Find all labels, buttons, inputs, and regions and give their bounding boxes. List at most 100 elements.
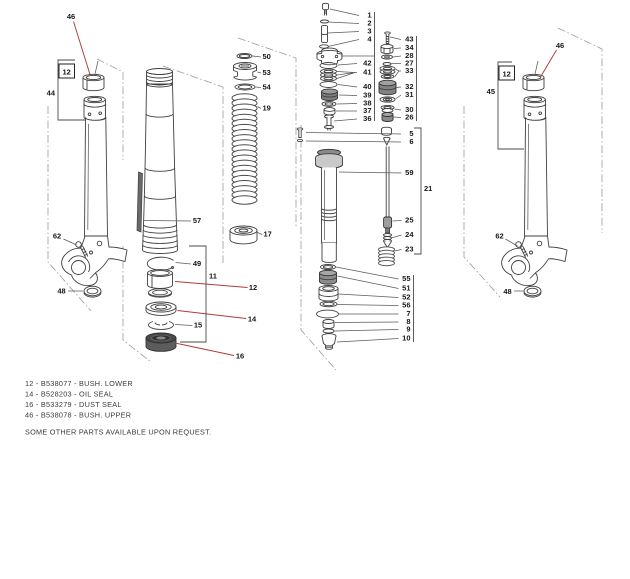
label-5: 5: [409, 129, 413, 138]
label-57: 57: [193, 216, 201, 225]
label-3: 3: [367, 27, 371, 36]
dust-seal: [145, 332, 177, 352]
support-washer: [148, 288, 172, 298]
left-fork-leg: [61, 60, 128, 298]
label-24: 24: [405, 230, 414, 239]
parts-list-note: SOME OTHER PARTS AVAILABLE UPON REQUEST.: [25, 428, 211, 437]
oring-50: [236, 53, 253, 59]
label-1: 1: [367, 11, 371, 20]
label-43: 43: [405, 35, 413, 44]
label-42: 42: [363, 59, 371, 68]
label-40: 40: [363, 82, 371, 91]
label-4: 4: [367, 35, 372, 44]
label-34: 34: [405, 43, 414, 52]
label-26: 26: [405, 113, 413, 122]
label-27: 27: [405, 59, 413, 68]
bush-lower: [147, 269, 173, 289]
label-21: 21: [424, 184, 432, 193]
label-16: 16: [236, 352, 244, 361]
parts-list-line-1: 12 - B538077 - BUSH. LOWER: [25, 379, 133, 388]
label-12-box-right: 12: [503, 70, 511, 79]
shims-30: [380, 104, 395, 113]
label-17: 17: [264, 230, 272, 239]
label-53: 53: [263, 68, 271, 77]
circlip: [146, 256, 174, 271]
group-brackets: [57, 12, 524, 343]
ring-9: [322, 328, 335, 334]
shim-stack-33: [379, 65, 396, 79]
label-39: 39: [363, 91, 371, 100]
parts-list-line-2: 14 - B528203 - OIL SEAL: [25, 390, 113, 399]
piston-39: [321, 88, 338, 102]
ring-55: [320, 264, 336, 270]
oil-seal: [145, 301, 177, 316]
label-62-left: 62: [53, 232, 61, 241]
label-12-mid: 12: [249, 283, 257, 292]
outer-tube-assembly: [136, 68, 178, 352]
coil-spring-19: [231, 93, 258, 205]
label-41: 41: [363, 68, 371, 77]
washer-6-left: [296, 138, 304, 143]
label-32: 32: [405, 82, 413, 91]
ring-38: [321, 101, 337, 107]
label-8: 8: [406, 317, 410, 326]
cartridge-59: [315, 148, 343, 263]
label-46-left: 46: [67, 12, 75, 21]
oring-4: [319, 44, 329, 49]
label-30: 30: [405, 105, 413, 114]
label-28: 28: [405, 51, 413, 60]
oring-2: [320, 19, 329, 24]
adjuster-rod-3: [321, 24, 328, 44]
parts-list: 12 - B538077 - BUSH. LOWER 14 - B528203 …: [25, 379, 211, 437]
label-37: 37: [363, 106, 371, 115]
label-36: 36: [363, 114, 371, 123]
adjuster-tip-43: [384, 31, 391, 44]
label-45: 45: [487, 87, 495, 96]
rebound-rod: [383, 146, 393, 234]
ring-56: [319, 300, 338, 308]
small-spring-23: [378, 246, 395, 267]
needle-24: [383, 233, 392, 249]
phantom-lines: [47, 27, 603, 371]
spring-column: [229, 53, 258, 245]
label-14: 14: [248, 315, 257, 324]
nut-37: [323, 107, 336, 116]
label-55: 55: [402, 274, 410, 283]
boxed-ref-right: [498, 65, 515, 81]
cone-6-right: [383, 136, 391, 147]
label-15: 15: [194, 321, 202, 330]
cap-nut-53: [233, 62, 258, 81]
label-50: 50: [263, 52, 271, 61]
parts-list-line-4: 46 - B538078 - BUSH. UPPER: [25, 411, 131, 420]
parts-list-line-3: 16 - B533279 - DUST SEAL: [25, 400, 122, 409]
screw-5-left: [296, 127, 304, 138]
nut-8: [322, 319, 335, 329]
label-33: 33: [405, 66, 413, 75]
nut-34: [380, 43, 394, 55]
label-59: 59: [405, 168, 413, 177]
washer-54: [234, 83, 256, 91]
label-9: 9: [406, 325, 410, 334]
friction-strip: [136, 171, 143, 233]
label-25: 25: [405, 216, 413, 225]
washer-28: [381, 54, 393, 60]
label-2: 2: [367, 19, 371, 28]
label-31: 31: [405, 90, 413, 99]
oring-40: [319, 81, 338, 88]
shim-stack-41: [320, 68, 337, 82]
leader-lines: [63, 8, 524, 343]
adjuster-bolt-1: [322, 2, 329, 16]
oring-7: [316, 309, 339, 319]
label-48-right: 48: [503, 287, 511, 296]
label-38: 38: [363, 99, 371, 108]
label-46-right: 46: [556, 41, 564, 50]
label-52: 52: [402, 293, 410, 302]
foot-valve-10: [321, 333, 337, 350]
push-rod-36: [324, 114, 334, 131]
oring-42: [319, 62, 338, 69]
label-7: 7: [406, 309, 410, 318]
damper-column: [296, 2, 397, 350]
nut-26: [381, 112, 394, 122]
